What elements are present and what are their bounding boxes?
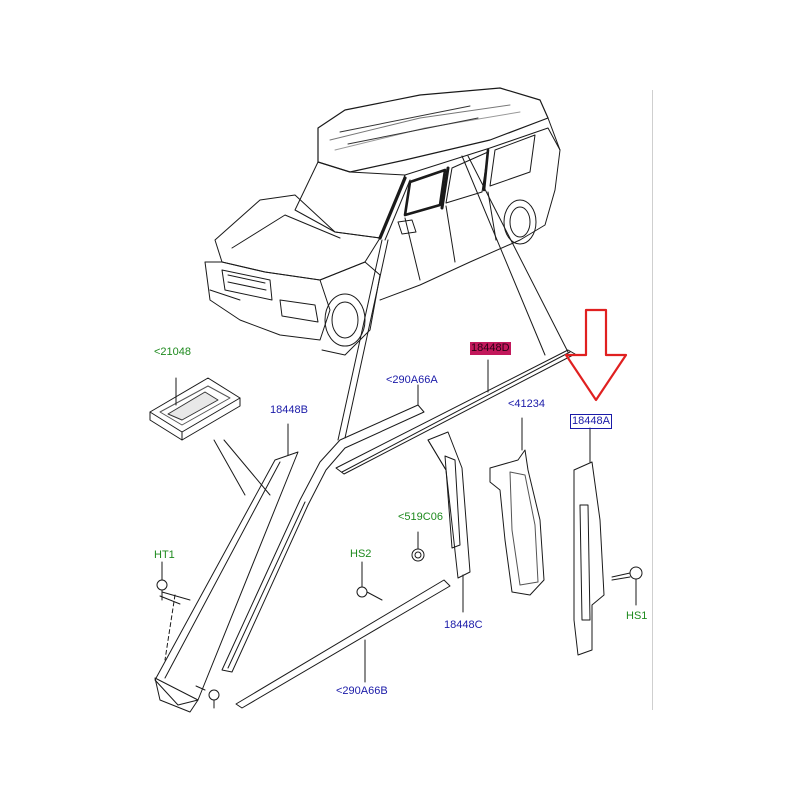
label-41234: <41234	[508, 398, 546, 410]
part-18448A-finisher	[573, 427, 605, 656]
part-lower-bolt	[195, 685, 220, 709]
label-18448A: 18448A	[570, 414, 612, 429]
vehicle-illustration	[204, 87, 561, 356]
part-18448D-strip	[335, 349, 576, 475]
part-18448B-trim	[154, 423, 299, 713]
part-18448C-trim	[427, 431, 471, 613]
label-18448D: 18448D	[470, 342, 511, 355]
part-HS1-bolt	[611, 566, 643, 606]
down-arrow-icon	[564, 308, 628, 402]
label-21048: <21048	[154, 346, 192, 358]
label-HT1: HT1	[154, 549, 175, 561]
frame-right-line	[652, 90, 653, 710]
label-18448C: 18448C	[444, 619, 483, 631]
part-a-pillar-seal	[221, 404, 425, 673]
part-519C06-clip	[411, 531, 425, 562]
label-290A66B: <290A66B	[336, 685, 388, 697]
label-HS1: HS1	[626, 610, 648, 622]
part-HS2-screw	[356, 561, 383, 601]
part-41234-bracket	[489, 417, 545, 596]
part-HT1-bolt	[156, 561, 168, 601]
label-HS2: HS2	[350, 548, 372, 560]
leader-lines	[213, 155, 569, 496]
ht1-dashed-line	[164, 594, 176, 661]
label-18448B: 18448B	[270, 404, 308, 416]
part-21048-kit	[149, 377, 241, 441]
label-290A66A: <290A66A	[386, 374, 438, 386]
part-290A66B-strip	[235, 579, 451, 709]
label-519C06: <519C06	[398, 511, 443, 523]
